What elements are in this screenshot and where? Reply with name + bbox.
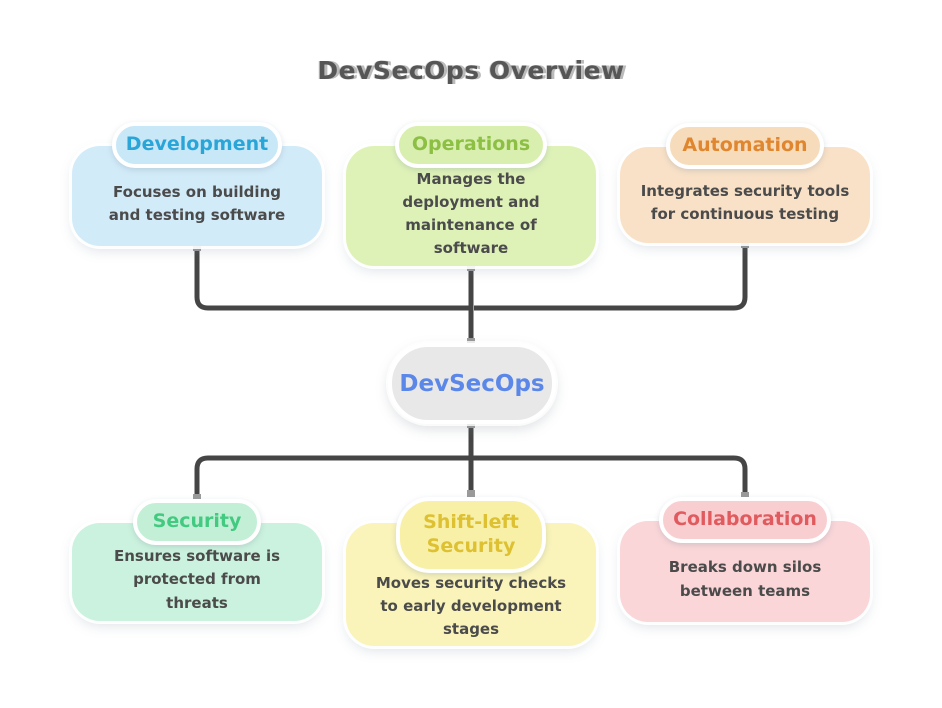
node-collaboration-header: Collaboration bbox=[659, 497, 831, 543]
node-operations-description: Manages the deployment and maintenance o… bbox=[402, 169, 540, 258]
connector-endpoints bbox=[193, 240, 749, 502]
node-operations-label: Operations bbox=[411, 133, 531, 156]
node-development-description: Focuses on building and testing software bbox=[108, 182, 286, 224]
node-security-header: Security bbox=[133, 499, 261, 545]
node-development-label: Development bbox=[125, 133, 269, 156]
node-operations-body: Manages the deployment and maintenance o… bbox=[346, 146, 596, 266]
node-collaboration-label: Collaboration bbox=[673, 508, 817, 531]
node-shift-left-security-label: Shift-left Security bbox=[423, 511, 519, 557]
node-security-body: Ensures software is protected from threa… bbox=[72, 523, 322, 621]
node-shift-left-security-body: Moves security checks to early developme… bbox=[346, 523, 596, 646]
node-devsecops-label: DevSecOps bbox=[399, 370, 545, 397]
node-shift-left-security: Shift-left Security Moves security check… bbox=[346, 497, 596, 646]
connector-paths bbox=[194, 243, 748, 524]
node-shift-left-security-header: Shift-left Security bbox=[396, 497, 546, 573]
node-automation-description: Integrates security tools for continuous… bbox=[640, 181, 850, 223]
node-collaboration-body: Breaks down silos between teams bbox=[620, 521, 870, 622]
node-operations-header: Operations bbox=[395, 122, 547, 168]
node-shift-left-security-description: Moves security checks to early developme… bbox=[375, 573, 567, 639]
node-security: Security Ensures software is protected f… bbox=[72, 499, 322, 621]
node-automation-header: Automation bbox=[666, 123, 824, 169]
node-security-description: Ensures software is protected from threa… bbox=[113, 547, 281, 612]
node-automation-label: Automation bbox=[682, 134, 808, 157]
node-development: Development Focuses on building and test… bbox=[72, 122, 322, 246]
node-automation-body: Integrates security tools for continuous… bbox=[620, 147, 870, 243]
node-collaboration: Collaboration Breaks down silos between … bbox=[620, 497, 870, 622]
edge-hub-to-security bbox=[194, 455, 471, 501]
node-development-header: Development bbox=[112, 122, 282, 168]
node-collaboration-description: Breaks down silos between teams bbox=[668, 558, 822, 600]
edge-automation-to-hub bbox=[474, 243, 748, 311]
node-development-body: Focuses on building and testing software bbox=[72, 146, 322, 246]
node-security-label: Security bbox=[152, 510, 242, 533]
node-operations: Operations Manages the deployment and ma… bbox=[346, 122, 596, 266]
edge-hub-to-collaboration bbox=[471, 455, 748, 499]
node-devsecops-hub: DevSecOps bbox=[388, 343, 556, 424]
diagram-title: DevSecOps Overview bbox=[317, 56, 625, 85]
node-automation: Automation Integrates security tools for… bbox=[620, 123, 870, 243]
edge-development-to-hub bbox=[194, 246, 469, 311]
